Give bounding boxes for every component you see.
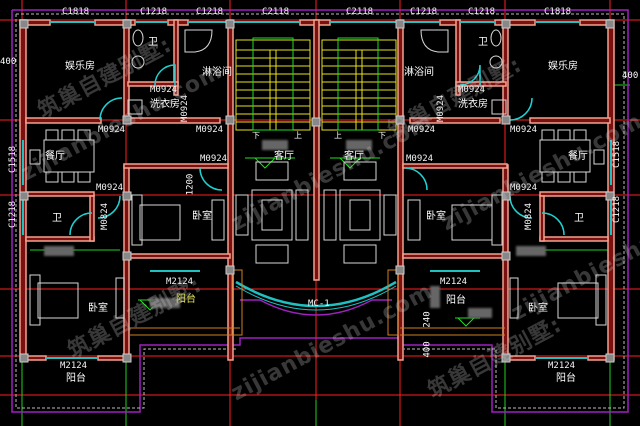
door-label: M0824: [100, 202, 111, 231]
main-entry-label: MC-1: [308, 299, 330, 309]
stair-up-label: 上: [294, 131, 302, 140]
room-label-living: 客厅: [274, 151, 294, 162]
door-label: M0924: [200, 154, 228, 164]
room-label-shower: 淋浴间: [202, 67, 232, 78]
window-label-right: C1518: [612, 140, 623, 169]
dimension-label: 400: [422, 341, 433, 358]
redacted-block: [262, 140, 288, 150]
room-label-dining: 餐厅: [45, 151, 65, 162]
redacted-block: [430, 286, 440, 308]
window-label: C1218: [140, 7, 168, 17]
door-label: M0924: [436, 94, 447, 123]
room-label-laundry: 洗衣房: [150, 99, 180, 110]
door-label: M2124: [166, 277, 194, 287]
door-label: M0924: [180, 94, 191, 123]
door-label: M2124: [440, 277, 468, 287]
redacted-block: [516, 246, 546, 256]
door-label: M0924: [510, 183, 538, 193]
dimension-label: 400: [0, 57, 17, 67]
window-label: C2118: [346, 7, 374, 17]
room-label-wc: 卫: [478, 37, 488, 48]
window-label: C1818: [62, 7, 90, 17]
dimension-label: 1200: [185, 173, 196, 196]
room-label-balcony: 阳台: [556, 373, 576, 384]
door-label: M0924: [458, 85, 486, 95]
redacted-block: [468, 308, 492, 318]
window-label: C1218: [196, 7, 224, 17]
door-label: M0924: [406, 154, 434, 164]
door-label: M2124: [60, 361, 88, 371]
window-label-right: C1218: [612, 195, 623, 224]
door-label: M0924: [408, 125, 436, 135]
stair-down-label: 下: [252, 131, 260, 140]
dimension-label: 400: [622, 71, 639, 81]
window-label-left: C1518: [8, 145, 19, 174]
door-label: M0924: [510, 125, 538, 135]
redacted-block: [346, 140, 372, 150]
room-label-laundry: 洗衣房: [458, 99, 488, 110]
room-label-shower: 淋浴间: [404, 67, 434, 78]
room-label-bedroom: 卧室: [426, 211, 446, 222]
window-label: C1218: [410, 7, 438, 17]
door-label: M2124: [548, 361, 576, 371]
window-label: C2118: [262, 7, 290, 17]
dimension-label: 240: [422, 311, 433, 328]
door-label: M0924: [150, 85, 178, 95]
redacted-block: [150, 298, 180, 308]
room-label-bath: 卫: [52, 213, 62, 224]
room-label-living: 客厅: [344, 151, 364, 162]
window-label-left: C1218: [8, 200, 19, 229]
stair-up-label: 上: [334, 131, 342, 140]
door-label: M0824: [524, 202, 535, 231]
room-label-bedroom: 卧室: [192, 211, 212, 222]
room-label-bath: 卫: [574, 213, 584, 224]
room-label-balcony: 阳台: [66, 373, 86, 384]
room-label-bedroom: 卧室: [528, 303, 548, 314]
door-label: M0924: [98, 125, 126, 135]
redacted-block: [44, 246, 74, 256]
room-label-bedroom: 卧室: [88, 303, 108, 314]
room-label-entertainment: 娱乐房: [548, 61, 578, 72]
window-label: C1218: [468, 7, 496, 17]
stair-down-label: 下: [378, 131, 386, 140]
room-label-balcony: 阳台: [176, 294, 196, 305]
door-label: M0924: [96, 183, 124, 193]
room-label-dining: 餐厅: [568, 151, 588, 162]
window-label: C1818: [544, 7, 572, 17]
room-label-balcony: 阳台: [446, 295, 466, 306]
room-label-wc: 卫: [148, 37, 158, 48]
door-label: M0924: [196, 125, 224, 135]
room-label-entertainment: 娱乐房: [65, 61, 95, 72]
